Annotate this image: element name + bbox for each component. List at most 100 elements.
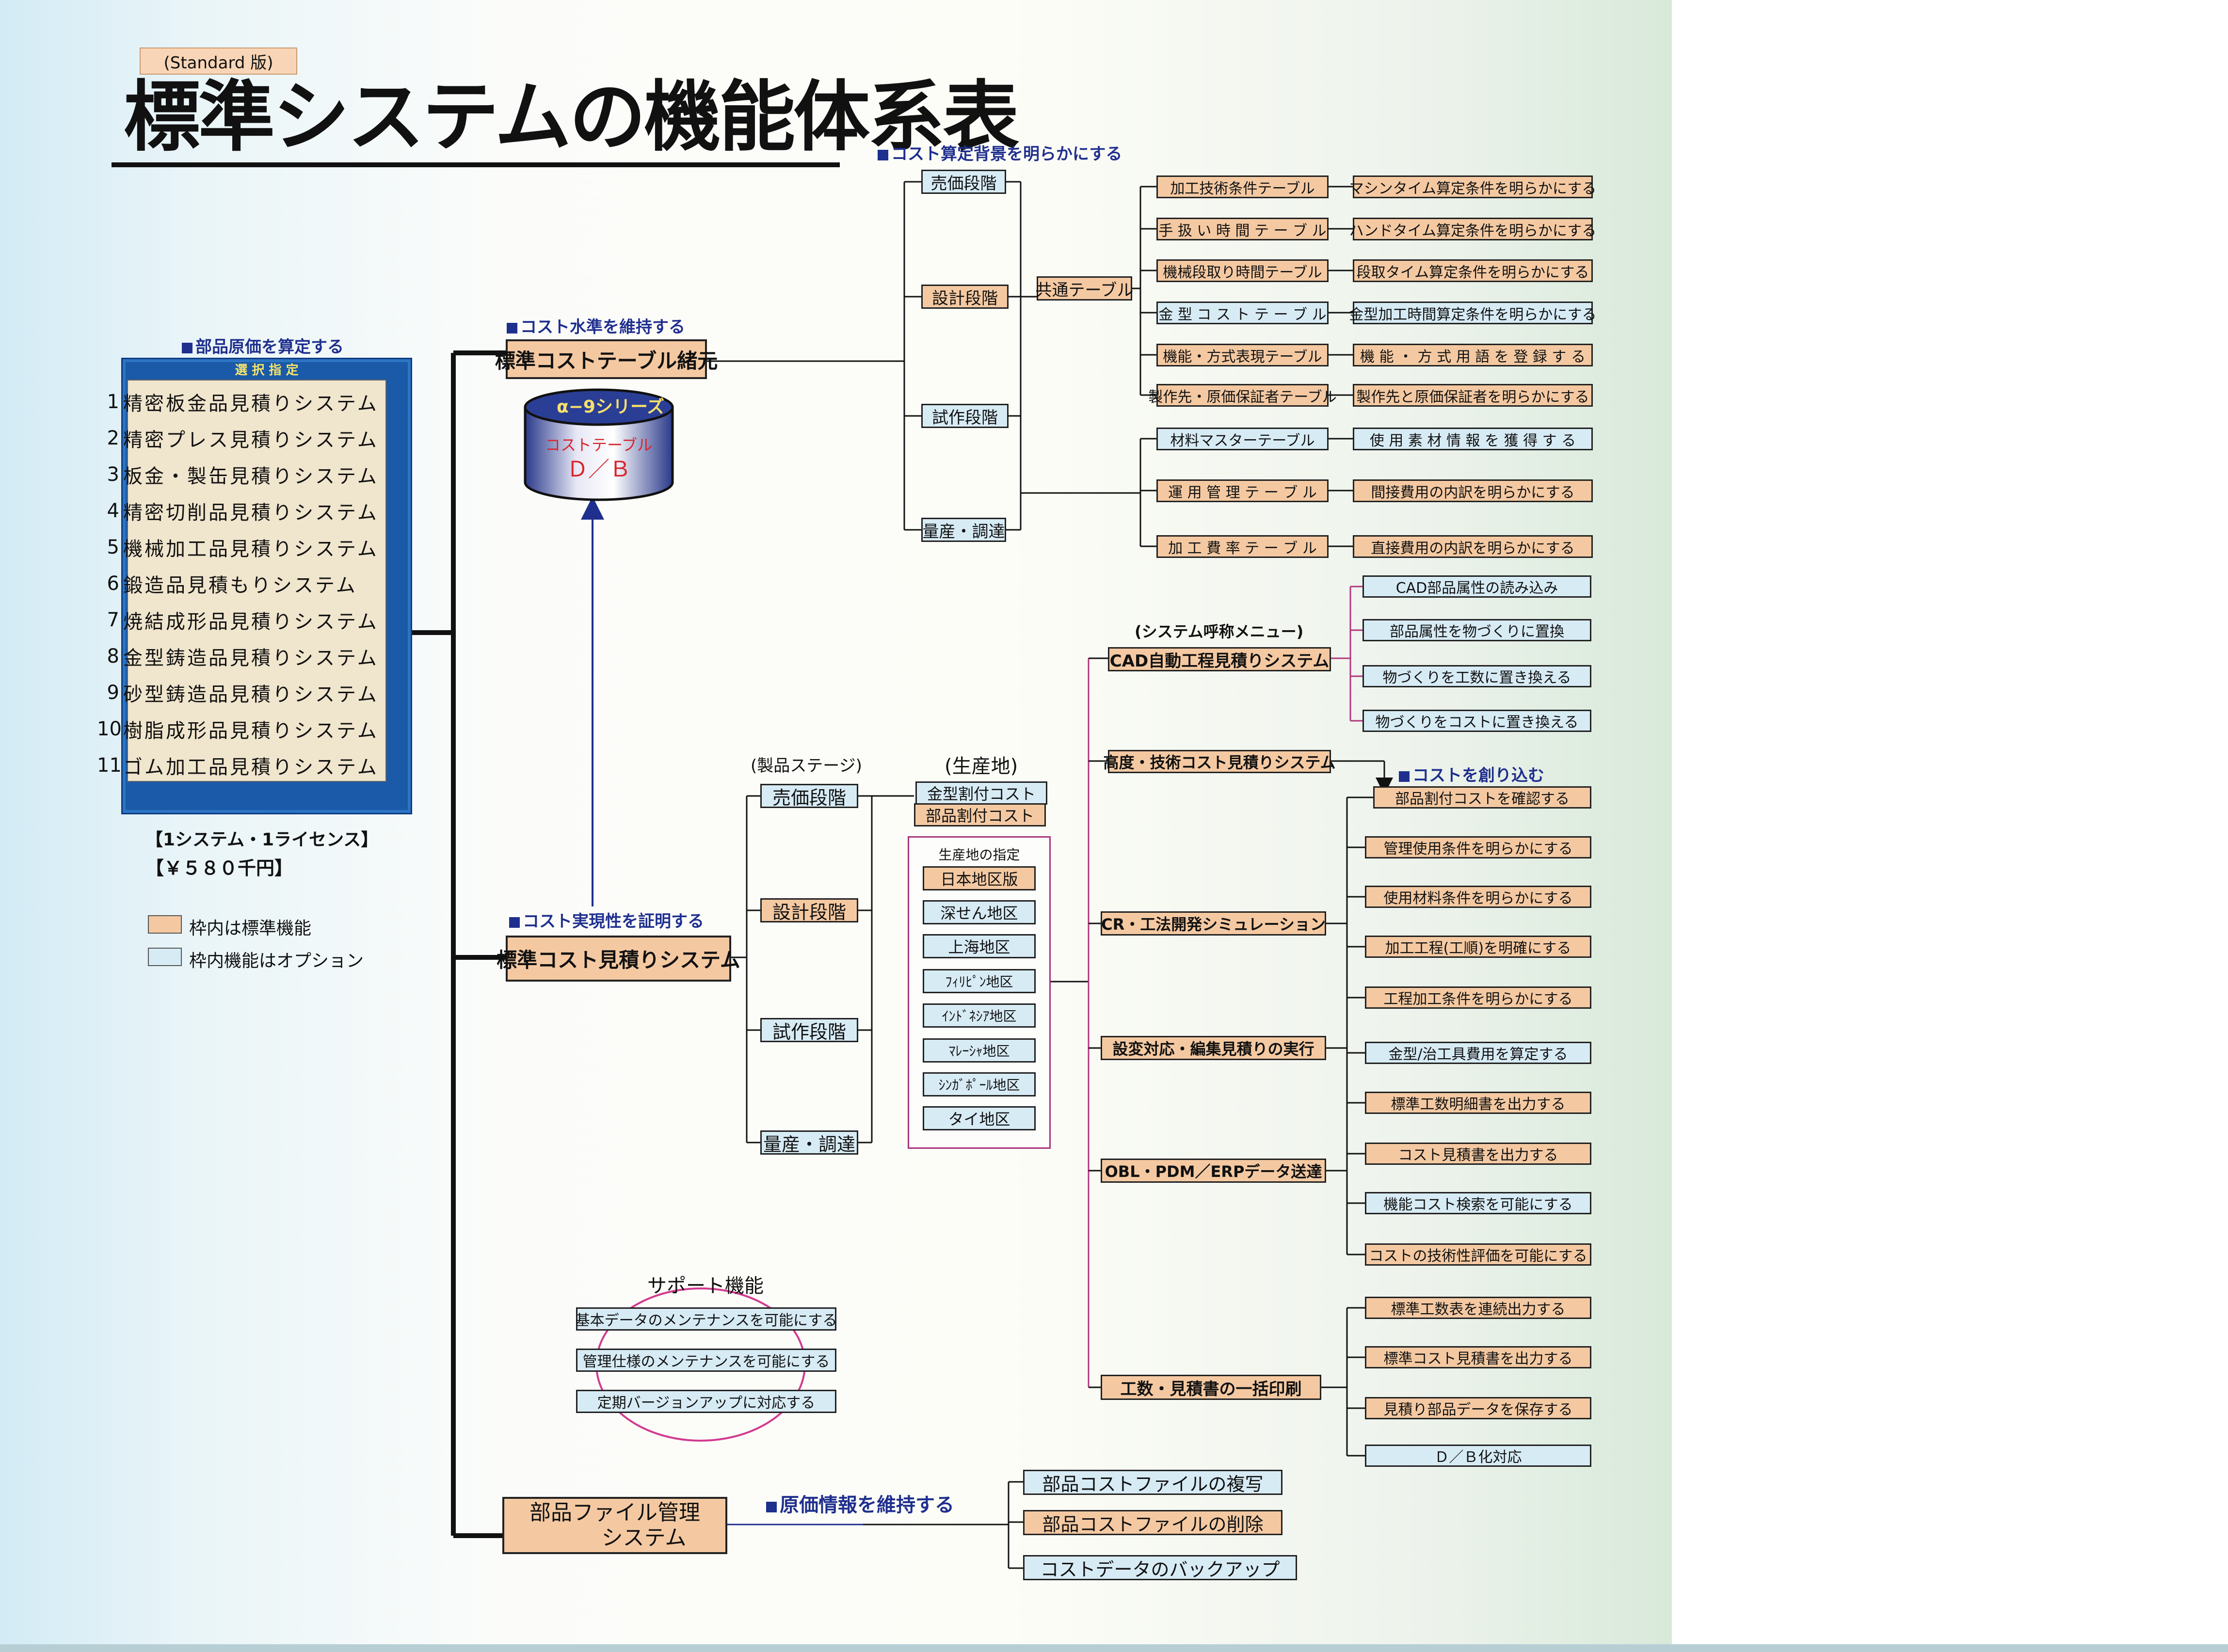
cad-item[interactable]: 部品属性を物づくりに置換 (1362, 619, 1591, 641)
table-name[interactable]: 機械段取り時間テーブル (1156, 259, 1329, 282)
top-stage-mass[interactable]: 量産・調達 (921, 518, 1006, 542)
function-item[interactable]: 管理使用条件を明らかにする (1365, 836, 1591, 858)
table-desc-label: 機 能 ・ 方 式 用 語 を 登 録 す る (1360, 348, 1586, 365)
standard-cost-estimate-box[interactable]: 標準コスト見積りシステム (497, 936, 740, 982)
function-item[interactable]: 加工工程(工順)を明確にする (1365, 936, 1591, 958)
standard-cost-table-box[interactable]: 標準コストテーブル緒元 (495, 339, 718, 379)
table-desc[interactable]: 段取タイム算定条件を明らかにする (1353, 259, 1593, 282)
support-item[interactable]: 基本データのメンテナンスを可能にする (575, 1307, 837, 1331)
mid-stage-mass[interactable]: 量産・調達 (760, 1130, 858, 1155)
menu-label: CR・工法開発シミュレーション (1101, 915, 1326, 934)
system-num: 6 (107, 572, 119, 595)
cad-item[interactable]: 物づくりを工数に置き換える (1362, 665, 1591, 687)
function-item[interactable]: 機能コスト検索を可能にする (1365, 1192, 1591, 1214)
menu-cad[interactable]: CAD自動工程見積りシステム (1108, 647, 1331, 671)
standard-cost-estimate-label: 標準コスト見積りシステム (497, 948, 740, 972)
site-label: 深せん地区 (940, 904, 1018, 922)
cad-item[interactable]: 物づくりをコストに置き換える (1362, 710, 1591, 732)
print-item[interactable]: Ｄ／Ｂ化対応 (1365, 1445, 1591, 1467)
print-item[interactable]: 標準工数表を連続出力する (1365, 1297, 1591, 1319)
table-name[interactable]: 金 型 コ ス ト テ ー ブ ル (1156, 302, 1329, 324)
menu-print[interactable]: 工数・見積書の一括印刷 (1101, 1375, 1321, 1400)
function-item[interactable]: 金型/治工具費用を算定する (1365, 1042, 1591, 1064)
system-name: 精密切削品見積りシステム (123, 501, 379, 524)
menu-obl[interactable]: OBL・PDM／ERPデータ送達 (1101, 1159, 1326, 1183)
mid-stage-design[interactable]: 設計段階 (760, 898, 858, 923)
mold-alloc-box[interactable]: 金型割付コスト (915, 781, 1047, 805)
cad-item-label: 物づくりを工数に置き換える (1382, 669, 1571, 686)
file-op-label: 部品コストファイルの削除 (1042, 1513, 1264, 1535)
cad-item-label: 物づくりをコストに置き換える (1375, 714, 1579, 731)
site-shenzhen[interactable]: 深せん地区 (923, 900, 1036, 924)
table-desc[interactable]: 製作先と原価保証者を明らかにする (1353, 384, 1593, 407)
function-item[interactable]: 使用材料条件を明らかにする (1365, 886, 1591, 908)
file-op-copy[interactable]: 部品コストファイルの複写 (1023, 1470, 1282, 1495)
site-malaysia[interactable]: ﾏﾚｰｼｬ地区 (923, 1038, 1036, 1063)
system-name: 精密プレス見積りシステム (123, 429, 379, 451)
cad-item[interactable]: CAD部品属性の読み込み (1362, 575, 1591, 598)
file-op-label: コストデータのバックアップ (1040, 1558, 1280, 1580)
top-stage-sales[interactable]: 売価段階 (921, 170, 1006, 194)
part-file-box[interactable]: 部品ファイル管理 システム (502, 1497, 727, 1554)
table-name[interactable]: 加工技術条件テーブル (1156, 175, 1329, 198)
top-stage-design[interactable]: 設計段階 (921, 285, 1009, 309)
db-label-line2: Ｄ／Ｂ (567, 457, 631, 482)
function-item[interactable]: コスト見積書を出力する (1365, 1143, 1591, 1165)
top-stage-prototype[interactable]: 試作段階 (921, 404, 1009, 428)
table-desc[interactable]: 間接費用の内訳を明らかにする (1353, 479, 1593, 502)
table-desc[interactable]: 直接費用の内訳を明らかにする (1353, 535, 1593, 558)
support-item[interactable]: 管理仕様のメンテナンスを可能にする (576, 1349, 836, 1372)
file-op-backup[interactable]: コストデータのバックアップ (1023, 1555, 1297, 1580)
menu-cr[interactable]: CR・工法開発シミュレーション (1101, 911, 1326, 936)
print-item[interactable]: 見積り部品データを保存する (1365, 1397, 1591, 1419)
site-philippines[interactable]: ﾌｨﾘﾋﾟﾝ地区 (923, 969, 1036, 993)
file-op-delete[interactable]: 部品コストファイルの削除 (1023, 1510, 1282, 1535)
support-item[interactable]: 定期バージョンアップに対応する (576, 1390, 836, 1413)
table-name[interactable]: 加 工 費 率 テ ー ブ ル (1156, 535, 1329, 558)
function-item[interactable]: コストの技術性評価を可能にする (1365, 1243, 1591, 1266)
site-shanghai[interactable]: 上海地区 (923, 934, 1036, 958)
table-desc[interactable]: 金型加工時間算定条件を明らかにする (1349, 302, 1597, 324)
system-name: 焼結成形品見積りシステム (123, 610, 379, 633)
tag-cost-background: コスト算定背景を明らかにする (878, 141, 1122, 164)
support-item-label: 基本データのメンテナンスを可能にする (575, 1312, 837, 1329)
function-item[interactable]: 部品割付コストを確認する (1373, 786, 1591, 809)
menu-change[interactable]: 設変対応・編集見積りの実行 (1101, 1036, 1326, 1060)
table-name[interactable]: 手 扱 い 時 間 テ ー ブ ル (1156, 218, 1329, 240)
site-singapore[interactable]: ｼﾝｶﾞﾎﾟｰﾙ地区 (923, 1072, 1036, 1096)
table-name[interactable]: 製作先・原価保証者テーブル (1148, 384, 1337, 407)
cad-item-label: 部品属性を物づくりに置換 (1390, 623, 1564, 640)
menu-advanced[interactable]: 高度・技術コスト見積りシステム (1103, 750, 1336, 773)
print-item[interactable]: 標準コスト見積書を出力する (1365, 1346, 1591, 1368)
function-item[interactable]: 工程加工条件を明らかにする (1365, 986, 1591, 1009)
site-caption: (生産地) (945, 755, 1018, 778)
site-japan[interactable]: 日本地区版 (923, 866, 1036, 890)
table-name[interactable]: 機能・方式表現テーブル (1156, 344, 1329, 366)
part-alloc-box[interactable]: 部品割付コスト (914, 803, 1046, 826)
table-desc[interactable]: ハンドタイム算定条件を明らかにする (1349, 218, 1596, 240)
legend-option-swatch (148, 948, 182, 966)
function-item[interactable]: 標準工数明細書を出力する (1365, 1092, 1591, 1114)
common-table-box[interactable]: 共通テーブル (1036, 276, 1133, 301)
function-item-label: 金型/治工具費用を算定する (1388, 1046, 1568, 1063)
mid-stage-prototype[interactable]: 試作段階 (760, 1018, 858, 1043)
mid-stage-sales[interactable]: 売価段階 (760, 784, 858, 809)
site-thailand[interactable]: タイ地区 (923, 1106, 1036, 1130)
table-desc[interactable]: マシンタイム算定条件を明らかにする (1349, 175, 1596, 198)
table-desc[interactable]: 機 能 ・ 方 式 用 語 を 登 録 す る (1353, 344, 1593, 366)
site-indonesia[interactable]: ｲﾝﾄﾞﾈｼｱ地区 (923, 1003, 1036, 1028)
table-name[interactable]: 運 用 管 理 テ ー ブ ル (1156, 479, 1329, 502)
table-desc[interactable]: 使 用 素 材 情 報 を 獲 得 す る (1353, 428, 1593, 450)
table-name[interactable]: 材料マスターテーブル (1156, 428, 1329, 450)
